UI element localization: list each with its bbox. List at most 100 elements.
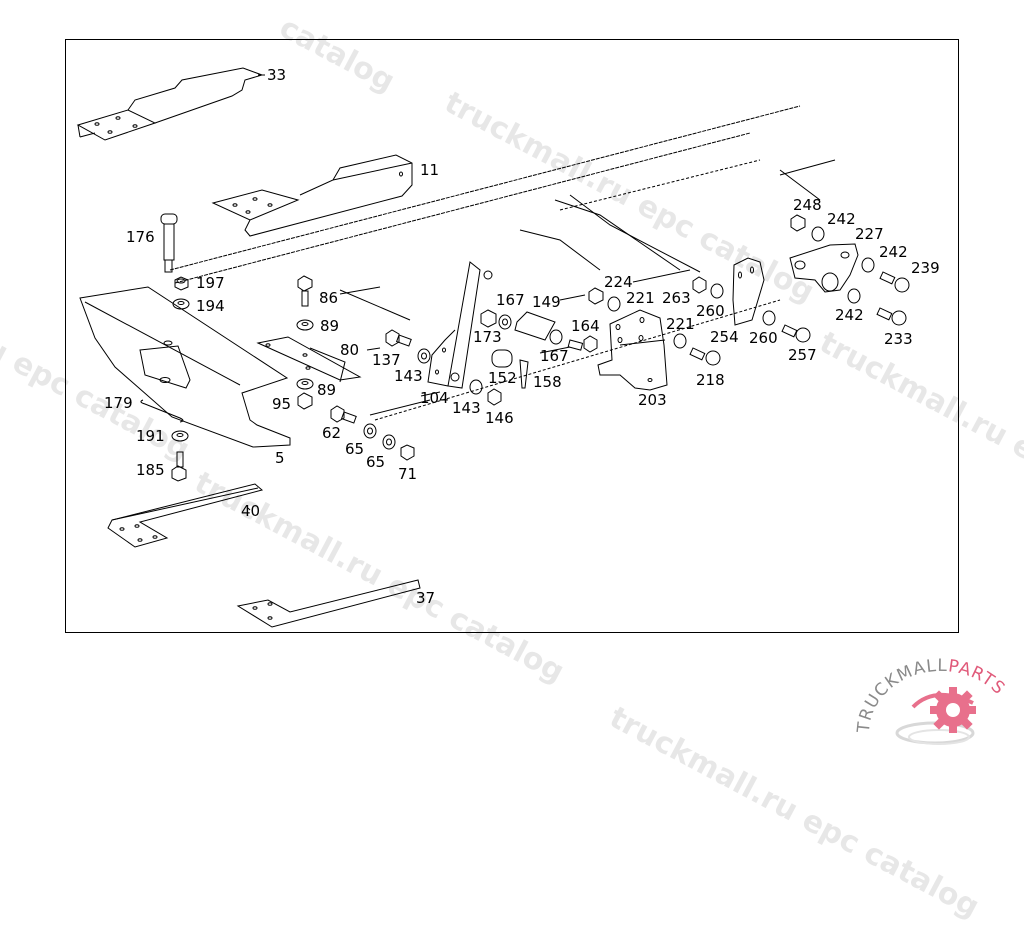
parts-diagram: 33 11 176 197 194 86 89 80 137 143 89 95… bbox=[76, 66, 940, 628]
part-143a-washer bbox=[417, 348, 431, 364]
callout-95: 95 bbox=[272, 395, 291, 413]
callout-labels: 33 11 176 197 194 86 89 80 137 143 89 95… bbox=[104, 66, 940, 607]
part-176-pin bbox=[160, 213, 178, 273]
callout-33: 33 bbox=[267, 66, 286, 84]
part-65a-washer bbox=[363, 423, 377, 439]
part-260b-washer bbox=[762, 310, 776, 326]
part-137-bolt bbox=[385, 329, 412, 347]
part-221a-washer bbox=[607, 296, 621, 312]
callout-173: 173 bbox=[473, 328, 502, 346]
part-89a-washer bbox=[296, 319, 314, 331]
callout-71: 71 bbox=[398, 465, 417, 483]
part-167b-block bbox=[514, 311, 563, 345]
callout-62: 62 bbox=[322, 424, 341, 442]
part-80-plate bbox=[256, 336, 362, 383]
callout-5: 5 bbox=[275, 449, 285, 467]
part-167a-washer bbox=[498, 314, 512, 330]
part-179-clip bbox=[140, 399, 184, 423]
callout-257: 257 bbox=[788, 346, 817, 364]
callout-191: 191 bbox=[136, 427, 165, 445]
callout-167b: 167 bbox=[540, 347, 569, 365]
callout-65a: 65 bbox=[345, 440, 364, 458]
callout-146: 146 bbox=[485, 409, 514, 427]
part-242b-washer bbox=[861, 257, 875, 273]
callout-233: 233 bbox=[884, 330, 913, 348]
callout-239: 239 bbox=[911, 259, 940, 277]
part-233-bolt bbox=[876, 307, 907, 326]
callout-203: 203 bbox=[638, 391, 667, 409]
callout-242a: 242 bbox=[827, 210, 856, 228]
part-254-bracket bbox=[732, 257, 765, 326]
callout-179: 179 bbox=[104, 394, 133, 412]
part-191-washer bbox=[171, 430, 189, 442]
part-5-bumper bbox=[79, 286, 291, 448]
callout-194: 194 bbox=[196, 297, 225, 315]
part-242a-washer bbox=[811, 226, 825, 242]
part-89b-washer bbox=[296, 378, 314, 390]
part-263-nut bbox=[692, 276, 707, 294]
leader-104 bbox=[369, 399, 431, 416]
callout-37: 37 bbox=[416, 589, 435, 607]
part-158-pin bbox=[519, 359, 529, 389]
callout-221a: 221 bbox=[626, 289, 655, 307]
callout-164: 164 bbox=[571, 317, 600, 335]
part-248-nut bbox=[790, 214, 806, 232]
part-95-nut bbox=[297, 392, 313, 410]
callout-197: 197 bbox=[196, 274, 225, 292]
callout-254: 254 bbox=[710, 328, 739, 346]
part-242c-washer bbox=[847, 288, 861, 304]
callout-176: 176 bbox=[126, 228, 155, 246]
callout-143b: 143 bbox=[452, 399, 481, 417]
callout-65b: 65 bbox=[366, 453, 385, 471]
part-194-washer bbox=[172, 298, 190, 310]
part-260a-washer bbox=[710, 283, 724, 299]
callout-80: 80 bbox=[340, 341, 359, 359]
callout-221b: 221 bbox=[666, 315, 695, 333]
callout-89b: 89 bbox=[317, 381, 336, 399]
part-104-bracket bbox=[427, 261, 493, 389]
part-218-bolt bbox=[689, 347, 721, 366]
callout-104: 104 bbox=[420, 389, 449, 407]
callout-227: 227 bbox=[855, 225, 884, 243]
part-37-bracket bbox=[236, 579, 421, 628]
callout-11: 11 bbox=[420, 161, 439, 179]
part-185-bolt bbox=[171, 451, 187, 482]
callout-242c: 242 bbox=[835, 306, 864, 324]
part-40-bracket bbox=[107, 483, 264, 548]
callout-260b: 260 bbox=[749, 329, 778, 347]
frame-rails bbox=[169, 105, 836, 421]
part-164-bolt bbox=[567, 335, 598, 353]
callout-224: 224 bbox=[604, 273, 633, 291]
part-71-nut bbox=[400, 444, 415, 461]
part-227-bracket bbox=[789, 243, 859, 293]
callout-260a: 260 bbox=[696, 302, 725, 320]
callout-248: 248 bbox=[793, 196, 822, 214]
callout-218: 218 bbox=[696, 371, 725, 389]
callout-143a: 143 bbox=[394, 367, 423, 385]
truckmall-parts-logo: TRUCKMALLPARTS bbox=[855, 656, 1008, 745]
part-203-bracket bbox=[597, 309, 668, 391]
part-149-nut bbox=[588, 287, 604, 305]
callout-86: 86 bbox=[319, 289, 338, 307]
leader-lines bbox=[247, 74, 691, 511]
part-33-bracket bbox=[76, 67, 264, 141]
part-86-bolt bbox=[297, 275, 313, 307]
callout-158: 158 bbox=[533, 373, 562, 391]
part-152-bushing bbox=[491, 349, 513, 368]
callout-152: 152 bbox=[488, 369, 517, 387]
callout-185: 185 bbox=[136, 461, 165, 479]
part-62-bolt bbox=[330, 405, 357, 424]
part-146-nut bbox=[487, 388, 502, 406]
part-257-bolt bbox=[781, 324, 811, 343]
part-65b-washer bbox=[382, 434, 396, 450]
part-221b-washer bbox=[673, 333, 687, 349]
callout-263: 263 bbox=[662, 289, 691, 307]
callout-137: 137 bbox=[372, 351, 401, 369]
callout-149: 149 bbox=[532, 293, 561, 311]
part-173-nut bbox=[480, 309, 497, 328]
part-197-nut bbox=[174, 276, 189, 291]
callout-242b: 242 bbox=[879, 243, 908, 261]
part-11-bracket bbox=[211, 154, 413, 237]
callout-89a: 89 bbox=[320, 317, 339, 335]
callout-167a: 167 bbox=[496, 291, 525, 309]
